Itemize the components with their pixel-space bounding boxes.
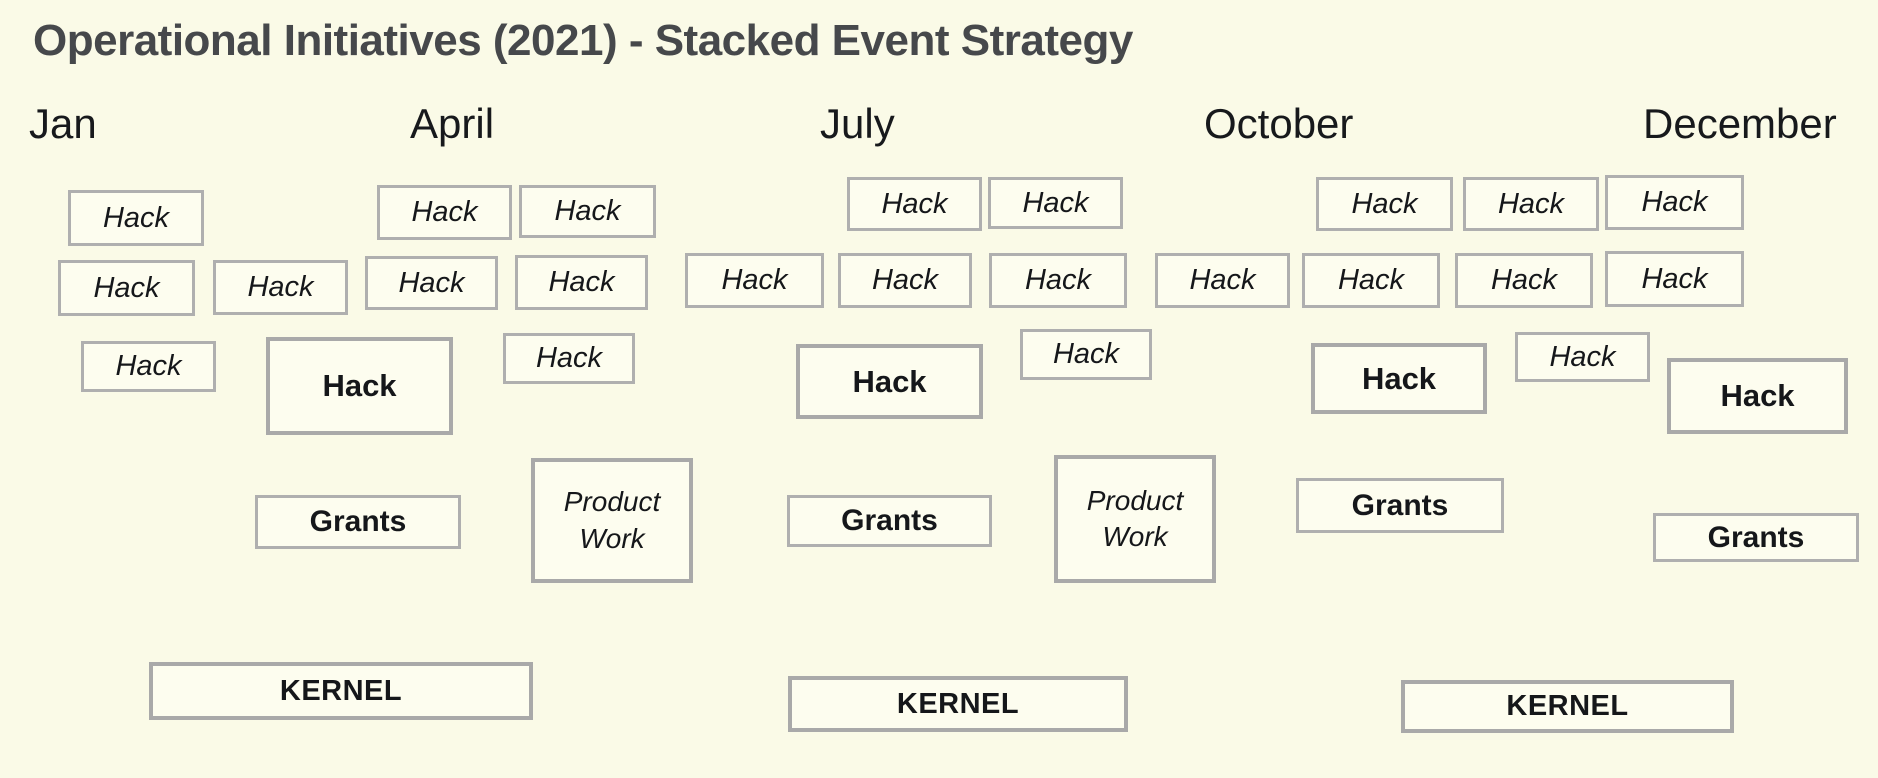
hack-box: Hack: [68, 190, 204, 246]
product-work-box: Product Work: [1054, 455, 1216, 583]
hack-major-box: Hack: [1667, 358, 1848, 434]
grants-box: Grants: [1653, 513, 1859, 562]
hack-box: Hack: [1515, 332, 1650, 382]
hack-major-box: Hack: [266, 337, 453, 435]
grants-box: Grants: [1296, 478, 1504, 533]
hack-box: Hack: [515, 255, 648, 310]
hack-box: Hack: [213, 260, 348, 315]
page-title: Operational Initiatives (2021) - Stacked…: [33, 16, 1133, 65]
month-label-jan: Jan: [29, 100, 97, 147]
hack-box: Hack: [838, 253, 972, 308]
hack-box: Hack: [519, 185, 656, 238]
hack-box: Hack: [988, 177, 1123, 229]
kernel-box: KERNEL: [1401, 680, 1734, 733]
hack-box: Hack: [58, 260, 195, 316]
hack-box: Hack: [365, 256, 498, 310]
hack-box: Hack: [847, 177, 982, 231]
hack-box: Hack: [989, 253, 1127, 308]
hack-box: Hack: [685, 253, 824, 308]
grants-box: Grants: [255, 495, 461, 549]
hack-box: Hack: [1455, 253, 1593, 308]
hack-box: Hack: [1463, 177, 1599, 231]
hack-major-box: Hack: [796, 344, 983, 419]
month-label-october: October: [1204, 100, 1354, 147]
hack-box: Hack: [1155, 253, 1290, 308]
hack-box: Hack: [1316, 177, 1453, 231]
hack-major-box: Hack: [1311, 343, 1487, 414]
hack-box: Hack: [1302, 253, 1440, 308]
month-label-july: July: [820, 100, 895, 147]
month-label-december: December: [1643, 100, 1837, 147]
grants-box: Grants: [787, 495, 992, 547]
hack-box: Hack: [377, 185, 512, 240]
hack-box: Hack: [1605, 175, 1744, 230]
hack-box: Hack: [1605, 251, 1744, 307]
hack-box: Hack: [81, 341, 216, 392]
month-label-april: April: [410, 100, 495, 147]
kernel-box: KERNEL: [149, 662, 533, 720]
hack-box: Hack: [1020, 329, 1152, 380]
product-work-box: Product Work: [531, 458, 693, 583]
hack-box: Hack: [503, 333, 635, 384]
kernel-box: KERNEL: [788, 676, 1128, 732]
